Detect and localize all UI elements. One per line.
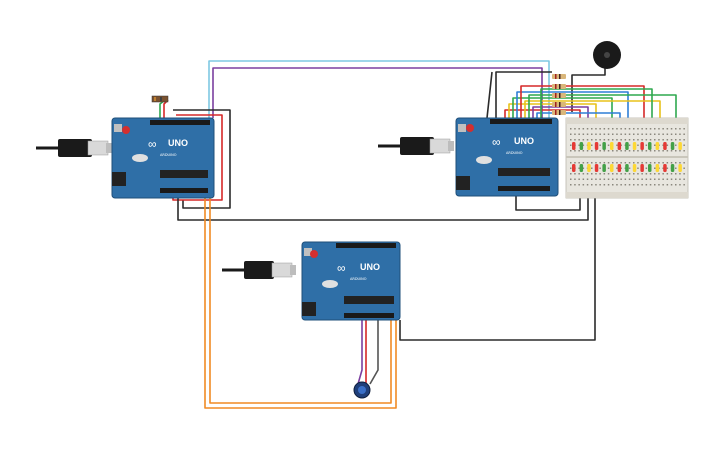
wire-blue-r1[interactable] <box>516 91 629 118</box>
resistors[interactable] <box>552 74 566 115</box>
breadboard-holes <box>570 128 685 186</box>
wire-cyan[interactable] <box>208 60 550 118</box>
wire-purple[interactable] <box>212 67 543 118</box>
usb-cable-bottom <box>222 261 296 279</box>
wire-blue-r2[interactable] <box>536 112 621 118</box>
wire-red-r2[interactable] <box>520 85 645 118</box>
led-yellow-lower[interactable] <box>678 164 682 172</box>
resistor[interactable] <box>552 74 566 79</box>
wire-green-r2[interactable] <box>528 94 677 118</box>
led-yellow-upper[interactable] <box>655 142 660 150</box>
resistor[interactable] <box>552 110 566 115</box>
led-green-lower[interactable] <box>602 164 606 172</box>
wire-black-left-bottom[interactable] <box>177 190 589 221</box>
led-green-upper[interactable] <box>602 142 606 150</box>
led-red-lower[interactable] <box>594 164 599 172</box>
led-red-lower[interactable] <box>640 164 644 172</box>
led-green-lower[interactable] <box>579 164 584 172</box>
led-red-lower[interactable] <box>572 164 576 172</box>
wire-yellow-r2[interactable] <box>524 100 661 118</box>
infinity-logo-right: ∞ <box>492 135 501 149</box>
led-yellow-upper[interactable] <box>678 142 682 150</box>
led-red-upper[interactable] <box>594 142 599 150</box>
led-green-upper[interactable] <box>670 142 675 150</box>
led-yellow-upper[interactable] <box>632 142 637 150</box>
piezo-buzzer[interactable] <box>593 41 621 69</box>
led-red-upper[interactable] <box>617 142 622 150</box>
board-brand-label-right: ARDUINO <box>506 151 523 155</box>
board-model-label-right: UNO <box>514 136 534 146</box>
led-yellow-upper[interactable] <box>587 142 591 150</box>
led-green-upper[interactable] <box>625 142 629 150</box>
wire-red-r1[interactable] <box>504 109 581 118</box>
board-model-label-bottom: UNO <box>360 262 380 272</box>
board-model-label-left: UNO <box>168 138 188 148</box>
board-brand-label-bottom: ARDUINO <box>350 277 367 281</box>
board-brand-label-left: ARDUINO <box>160 153 177 157</box>
led-yellow-lower[interactable] <box>610 164 614 172</box>
wire-black-right-1[interactable] <box>495 71 552 118</box>
wire-green-r3[interactable] <box>540 88 653 118</box>
led-green-lower[interactable] <box>670 164 675 172</box>
led-array <box>572 142 682 172</box>
led-red-upper[interactable] <box>640 142 644 150</box>
wire-orange-1[interactable] <box>204 190 397 409</box>
led-red-lower[interactable] <box>617 164 622 172</box>
potentiometer[interactable] <box>353 381 371 399</box>
usb-cable-left <box>36 139 112 157</box>
led-green-lower[interactable] <box>625 164 629 172</box>
wire-black-right-2[interactable] <box>515 190 581 211</box>
arduino-board-bottom[interactable]: UNO ARDUINO ∞ <box>301 241 401 321</box>
led-green-upper[interactable] <box>579 142 584 150</box>
usb-cable-right <box>378 137 454 155</box>
wire-black-bottom-right[interactable] <box>399 198 596 341</box>
arduino-board-left[interactable]: UNO ARDUINO ∞ <box>111 117 215 199</box>
wire-black-left-top[interactable] <box>173 109 231 209</box>
wire-orange-2[interactable] <box>209 190 392 404</box>
led-yellow-lower[interactable] <box>655 164 660 172</box>
wire-purple-pot[interactable] <box>357 318 363 385</box>
led-yellow-lower[interactable] <box>587 164 591 172</box>
led-red-upper[interactable] <box>663 142 667 150</box>
resistor[interactable] <box>552 102 566 107</box>
led-red-lower[interactable] <box>663 164 667 172</box>
sensor-left[interactable] <box>151 95 169 103</box>
led-yellow-lower[interactable] <box>632 164 637 172</box>
wire-black-right-3[interactable] <box>486 71 493 125</box>
arduino-board-right[interactable]: UNO ARDUINO ∞ <box>455 117 559 197</box>
led-green-lower[interactable] <box>648 164 652 172</box>
breadboard[interactable] <box>565 117 689 199</box>
wire-red-left-top[interactable] <box>163 99 169 118</box>
wire-gray-pot[interactable] <box>369 318 379 385</box>
led-green-upper[interactable] <box>648 142 652 150</box>
resistor[interactable] <box>552 84 566 89</box>
led-red-upper[interactable] <box>572 142 576 150</box>
led-yellow-upper[interactable] <box>610 142 614 150</box>
wires <box>159 60 677 409</box>
infinity-logo-left: ∞ <box>148 137 157 151</box>
infinity-logo-bottom: ∞ <box>337 261 346 275</box>
resistor[interactable] <box>552 93 566 98</box>
